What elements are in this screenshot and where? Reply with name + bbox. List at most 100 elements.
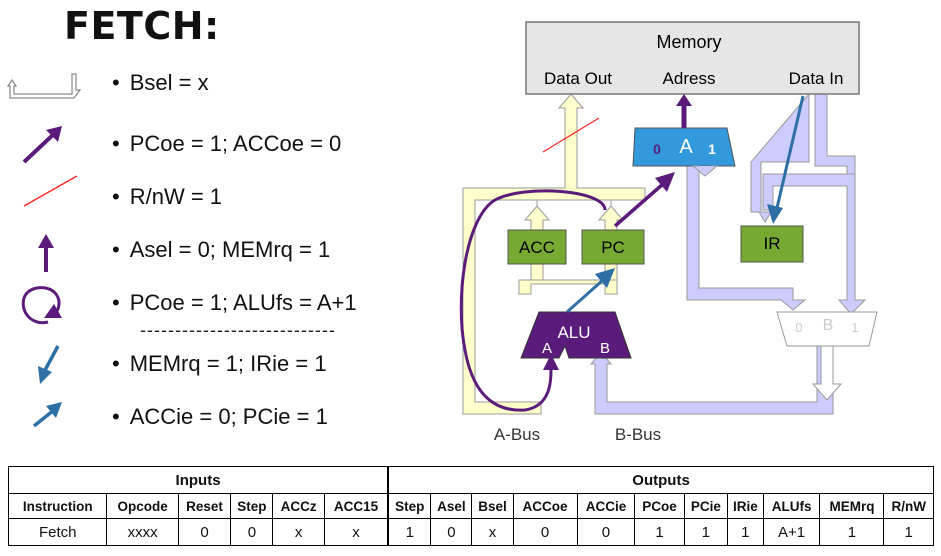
pc-to-a-mux-arrow <box>613 182 665 228</box>
a-bus-label: A-Bus <box>494 425 540 444</box>
table-group-header-row: Inputs Outputs <box>8 466 935 494</box>
ir-register <box>740 225 804 263</box>
header-asel: Asel <box>430 493 473 519</box>
header-acc15: ACC15 <box>323 493 389 519</box>
header-irie: IRie <box>726 493 764 519</box>
b-bus-label: B-Bus <box>615 425 661 444</box>
acc-register <box>507 229 567 265</box>
a-mux-label: A <box>679 136 693 158</box>
data-out-label: Data Out <box>544 69 612 88</box>
bullet: • <box>112 184 120 209</box>
data-in-to-ir-arrow <box>775 95 805 209</box>
bsel-return-icon <box>6 73 82 99</box>
cell-accie: 0 <box>576 518 636 546</box>
legend-item-bsel: • Bsel = x <box>112 70 209 96</box>
adress-label: Adress <box>663 69 716 88</box>
legend-item-rnw: • R/nW = 1 <box>112 184 222 210</box>
alu-label: ALU <box>557 323 590 342</box>
cell-instruction: Fetch <box>7 518 108 546</box>
red-line-icon <box>23 175 78 207</box>
cell-alufs: A+1 <box>762 518 821 546</box>
cell-acc15: x <box>323 518 389 546</box>
header-pcoe: PCoe <box>634 493 685 519</box>
cell-opcode: xxxx <box>106 518 179 546</box>
inputs-group-header: Inputs <box>8 466 389 494</box>
pc-loop-path <box>459 189 607 412</box>
cell-reset: 0 <box>177 518 232 546</box>
header-step-out: Step <box>387 493 432 519</box>
pc-label: PC <box>601 238 625 257</box>
alu-to-pc-arrow <box>566 278 604 314</box>
alu-block <box>520 311 632 359</box>
rnw-signal-line <box>542 117 600 153</box>
ir-label: IR <box>764 234 781 253</box>
cell-accz: x <box>272 518 325 546</box>
blue-up-arrow-icon <box>32 402 62 428</box>
bullet: • <box>112 70 120 95</box>
data-in-label: Data In <box>789 69 844 88</box>
table-row: Fetch xxxx 0 0 x x 1 0 x 0 0 1 1 1 A+1 1… <box>7 518 934 546</box>
cell-pcie: 1 <box>683 518 728 546</box>
table-header-row: Instruction Opcode Reset Step ACCz ACC15… <box>7 493 934 519</box>
data-in-to-ir-arrowhead <box>767 204 783 224</box>
legend-text: PCoe = 1; ALUfs = A+1 <box>129 290 357 315</box>
bullet: • <box>112 131 120 156</box>
memory-label: Memory <box>656 32 721 52</box>
outputs-group-header: Outputs <box>387 466 935 494</box>
bullet: • <box>112 237 120 262</box>
header-reset: Reset <box>177 493 232 519</box>
separator: ---------------------------- <box>140 320 336 340</box>
cell-memrq: 1 <box>819 518 885 546</box>
legend-text: Asel = 0; MEMrq = 1 <box>129 237 331 262</box>
pc-register <box>581 229 645 265</box>
header-pcie: PCie <box>683 493 728 519</box>
bullet: • <box>112 290 120 315</box>
b-mux <box>776 311 878 347</box>
legend-text: MEMrq = 1; IRie = 1 <box>129 351 327 376</box>
alu-input-b-label: B <box>600 340 610 357</box>
purple-diagonal-arrow-icon <box>22 126 62 164</box>
cell-accoe: 0 <box>512 518 578 546</box>
header-memrq: MEMrq <box>819 493 885 519</box>
cell-step-out: 1 <box>387 518 432 546</box>
legend-text: R/nW = 1 <box>129 184 223 209</box>
b-mux-label: B <box>823 317 834 334</box>
header-alufs: ALUfs <box>762 493 821 519</box>
pc-loop-arrowhead <box>543 354 559 370</box>
bullet: • <box>112 404 120 429</box>
b-mux-input-1: 1 <box>851 320 858 335</box>
datapath-diagram: Memory Data Out Adress Data In A 0 1 ACC… <box>459 21 878 444</box>
address-arrowhead <box>676 94 692 106</box>
control-signal-table: Inputs Outputs Instruction Opcode Reset … <box>7 466 935 546</box>
a-mux-input-1: 1 <box>708 141 716 157</box>
header-bsel: Bsel <box>471 493 514 519</box>
legend-item-accie-pcie: • ACCie = 0; PCie = 1 <box>112 404 328 430</box>
memory-block <box>525 21 860 95</box>
header-opcode: Opcode <box>106 493 179 519</box>
purple-up-arrow-icon <box>38 234 54 272</box>
legend-text: Bsel = x <box>129 70 209 95</box>
legend-item-pcoe-accoe: • PCoe = 1; ACCoe = 0 <box>112 131 341 157</box>
purple-loop-arrow-icon <box>21 286 62 325</box>
legend-text: ACCie = 0; PCie = 1 <box>129 404 328 429</box>
page-title: FETCH: <box>64 4 220 48</box>
cell-rnw: 1 <box>883 518 934 546</box>
legend-item-pcoe-alufs: • PCoe = 1; ALUfs = A+1 <box>112 290 357 316</box>
legend-text: PCoe = 1; ACCoe = 0 <box>129 131 342 156</box>
a-mux-input-arrow <box>691 165 719 177</box>
cell-pcoe: 1 <box>634 518 685 546</box>
header-rnw: R/nW <box>883 493 934 519</box>
b-mux-output-arrow <box>811 345 843 401</box>
header-accie: ACCie <box>576 493 636 519</box>
pc-to-a-mux-arrowhead <box>655 172 675 192</box>
bullet: • <box>112 351 120 376</box>
alu-to-pc-arrowhead <box>595 268 615 288</box>
header-instruction: Instruction <box>7 493 108 519</box>
blue-down-arrow-icon <box>38 345 60 384</box>
legend-item-asel-memrq: • Asel = 0; MEMrq = 1 <box>112 237 330 263</box>
cell-bsel: x <box>471 518 514 546</box>
header-step: Step <box>230 493 274 519</box>
legend-item-memrq-irie: • MEMrq = 1; IRie = 1 <box>112 351 327 377</box>
a-mux-input-0: 0 <box>653 141 661 157</box>
header-accz: ACCz <box>272 493 325 519</box>
